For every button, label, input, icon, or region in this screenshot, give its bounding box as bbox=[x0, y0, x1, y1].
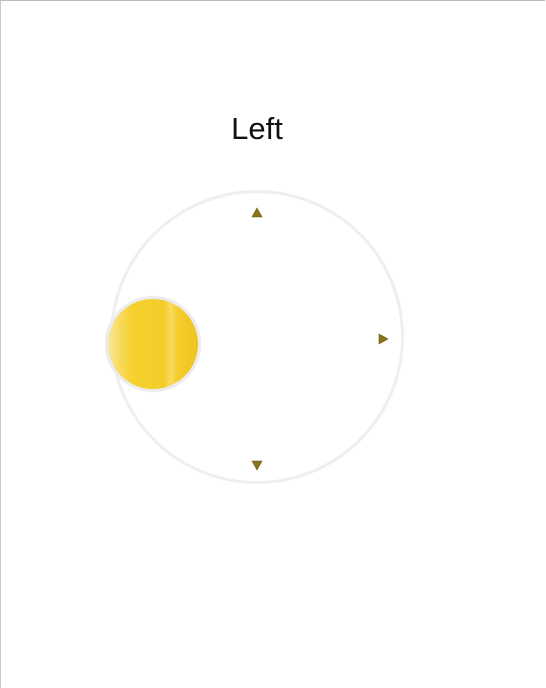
arrow-up-icon bbox=[251, 207, 263, 219]
arrow-right-icon bbox=[377, 333, 389, 345]
joystick-knob[interactable] bbox=[105, 296, 201, 392]
arrow-down-icon bbox=[251, 459, 263, 471]
direction-label: Left bbox=[231, 111, 283, 146]
